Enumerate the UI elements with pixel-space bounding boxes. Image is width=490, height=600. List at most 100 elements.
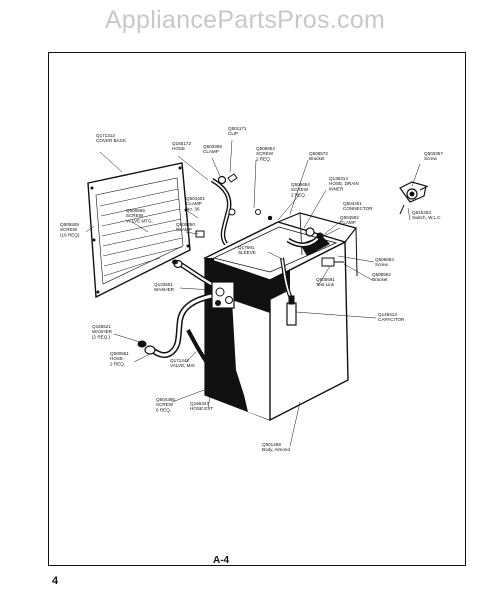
part-label-line: Bracket [372, 277, 388, 282]
part-label-line: Q505509 [60, 222, 79, 227]
part-label-line: SCREW [156, 402, 174, 407]
part-label-line: Switch, W.L.C [412, 215, 441, 220]
part-label-line: CLAMP [186, 201, 202, 206]
part-label-line: Q505664 [375, 257, 394, 262]
part-label-line: Q501469 [262, 442, 281, 447]
part-label-line: CLIP [228, 131, 238, 136]
part-label-line: CONNECTOR [343, 206, 373, 211]
part-label-line: VALVE, MIX [170, 363, 195, 368]
part-label-line: Q515253 [412, 210, 431, 215]
cover-back-panel[interactable] [87, 162, 191, 299]
part-label-line: SCREW [126, 213, 144, 218]
part-label-line: Q17691 [238, 245, 255, 250]
cabinet-body[interactable] [203, 212, 358, 422]
part-label-line: CAPACITOR [378, 317, 405, 322]
part-label-line: Q504401 [343, 201, 362, 206]
part-label-line: Q165172 [172, 141, 191, 146]
page-code: A-4 [213, 555, 230, 566]
part-label-line: 2 REQ. [291, 192, 306, 197]
part-label-line: VALVE MTG. [126, 218, 153, 223]
part-label-line: Q166347 [190, 401, 209, 406]
diagram-frame [48, 52, 466, 566]
part-label-line: HOSE, DRAIN [329, 181, 359, 186]
part-label-line: Q500551 [110, 351, 129, 356]
mix-valve[interactable] [211, 281, 241, 309]
part-label-line: Q504592 [340, 215, 359, 220]
part-label-line: Q133551 [154, 282, 173, 287]
part-label-line: Bracket [309, 156, 325, 161]
part-label-line: Q503369 [203, 144, 222, 149]
hose-assembly[interactable] [150, 178, 322, 374]
part-label-line: (16 REQ) [60, 232, 80, 237]
part-label-line: Q148413 [378, 312, 397, 317]
part-label-line: HOSE EXT [190, 406, 213, 411]
part-label-line: SCREW [291, 187, 309, 192]
capacitor-part[interactable] [286, 295, 297, 326]
part-label-line: Q505681 [316, 277, 335, 282]
part-label-line: Q171442 [170, 358, 189, 363]
part-label-line: Test Link [316, 282, 335, 287]
hose-fittings[interactable] [137, 259, 183, 355]
part-label-line: HOSE [172, 146, 185, 151]
part-label-line: Screw [375, 262, 388, 267]
part-label-line: COVER BACK [96, 138, 127, 143]
part-label-line: No. 36 [186, 206, 200, 211]
part-label-line: 2 REQ. [256, 156, 271, 161]
part-label-line: Q508562 [372, 272, 391, 277]
part-label-line: SLEEVE [238, 250, 256, 255]
part-label-line: 6 REQ. [156, 407, 171, 412]
part-label-line: CLAMP [340, 220, 356, 225]
part-label-line: SCREW [60, 227, 78, 232]
part-label-line: INNER [329, 186, 344, 191]
water-level-switch[interactable] [399, 181, 429, 215]
part-label-line: Q165521 [92, 324, 111, 329]
part-label-line: Q508572 [309, 151, 328, 156]
test-link-part[interactable] [321, 257, 344, 267]
page-number: 4 [52, 575, 59, 587]
part-label-line: CLAMP [203, 149, 219, 154]
part-label-line: HOSE - [110, 356, 126, 361]
leader-lines [85, 139, 421, 447]
part-label-line: Q506654 [256, 146, 275, 151]
top-clamps[interactable] [195, 173, 273, 238]
part-label-line: Q506654 [291, 182, 310, 187]
part-label-line: Screw [424, 156, 437, 161]
part-label-line: SCREW [256, 151, 274, 156]
part-label-line: Body, Almond [262, 447, 290, 452]
part-label-line: Q504366 [156, 397, 175, 402]
part-label-line: WASHER [154, 287, 175, 292]
part-label-line: Q501171 [228, 126, 247, 131]
part-label-line: Q505250 [176, 222, 195, 227]
part-label-line: Q504401 [186, 196, 205, 201]
part-label-line: Q136314 [329, 176, 348, 181]
part-label-line: 2 REQ. [110, 361, 125, 366]
part-label-line: Q503357 [424, 151, 443, 156]
